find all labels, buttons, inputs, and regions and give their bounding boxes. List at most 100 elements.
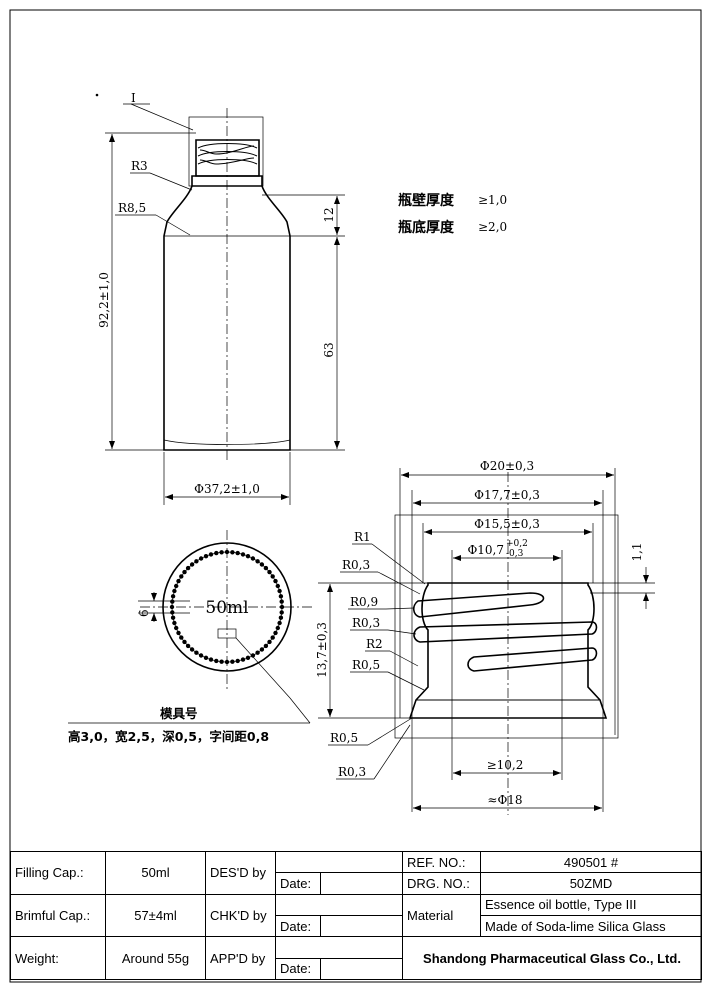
knurl-dot — [214, 658, 219, 664]
radius-r0-9: R0,9 — [350, 595, 378, 609]
knurl-dot — [250, 653, 256, 658]
knurl-dot — [198, 556, 204, 561]
product-description: Essence oil bottle, Type III — [480, 893, 702, 916]
knurl-dot — [255, 559, 260, 564]
dim-dia-10-7-tol-plus: +0,2 — [506, 539, 528, 549]
knurl-dot — [277, 620, 282, 626]
drawing-frame — [9, 9, 702, 983]
weight-label: Weight: — [10, 936, 106, 980]
knurl-dot — [279, 604, 285, 610]
dim-height-total: 92,2±1,0 — [97, 272, 111, 328]
radius-r0-3-a: R0,3 — [342, 558, 370, 572]
knurl-dot — [245, 554, 251, 559]
knurl-dot — [172, 588, 177, 594]
knurl-dot — [235, 550, 240, 556]
company-name: Shandong Pharmaceutical Glass Co., Ltd. — [402, 936, 702, 980]
dim-approx-18: ≈Φ18 — [487, 793, 522, 807]
note-wall-value: ≥1,0 — [478, 193, 507, 207]
note-bottom-value: ≥2,0 — [478, 220, 507, 234]
designed-by-label: DES'D by — [205, 851, 276, 895]
knurl-dot — [208, 552, 214, 557]
neck-outline-box — [394, 514, 619, 739]
bottom-embossing: 50ml — [205, 598, 248, 618]
dim-body: 63 — [322, 342, 336, 357]
neck-finish-detail: Φ20±0,3 Φ17,7±0,3 Φ15,5±0,3 Φ10,7 +0,2 -… — [315, 459, 655, 815]
knurl-dot — [214, 550, 219, 556]
knurl-dot — [189, 562, 195, 567]
dim-dia-20: Φ20±0,3 — [480, 459, 534, 473]
knurl-dot — [250, 556, 256, 561]
knurl-dot — [194, 650, 199, 655]
knurl-dot — [259, 562, 265, 567]
knurl-dot — [240, 552, 246, 557]
knurl-dot — [170, 599, 175, 604]
dim-body-diameter: Φ37,2±1,0 — [194, 482, 260, 496]
dim-mold-mark: 6 — [137, 609, 151, 617]
designed-date-value — [320, 872, 403, 895]
knurl-dot — [278, 594, 284, 599]
knurl-dot — [189, 647, 195, 652]
dim-dia-17-7: Φ17,7±0,3 — [474, 488, 540, 502]
dim-bore-min: ≥10,2 — [487, 758, 524, 772]
thickness-notes: 瓶壁厚度 ≥1,0 瓶底厚度 ≥2,0 — [398, 192, 507, 236]
material-value: Made of Soda-lime Silica Glass — [480, 914, 702, 938]
knurl-dot — [179, 635, 184, 640]
filling-cap-value: 50ml — [105, 851, 206, 895]
dim-neck-height: 13,7±0,3 — [315, 622, 329, 678]
weight-value: Around 55g — [105, 936, 206, 980]
knurl-dot — [279, 599, 284, 604]
knurl-dot — [263, 565, 269, 571]
knurl-dot — [235, 658, 240, 664]
dim-shoulder: 12 — [322, 207, 336, 222]
ref-no-label: REF. NO.: — [402, 850, 481, 874]
material-label: Material — [402, 893, 481, 938]
radius-r0-3-c: R0,3 — [338, 765, 366, 779]
checked-by-label: CHK'D by — [205, 893, 276, 938]
callout-r8-5: R8,5 — [118, 201, 146, 215]
radius-r0-5-a: R0,5 — [352, 658, 380, 672]
knurl-dot — [267, 569, 272, 575]
knurl-dot — [182, 569, 187, 575]
approved-date-value — [320, 957, 403, 981]
designed-by-value — [275, 850, 403, 874]
mold-number-box — [217, 628, 237, 639]
brimful-cap-label: Brimful Cap.: — [10, 893, 106, 938]
knurl-dot — [219, 659, 224, 664]
knurl-dot — [277, 588, 282, 594]
knurl-dot — [203, 554, 209, 559]
dim-1-1: 1,1 — [630, 542, 644, 561]
bottle-bottom-view: 50ml 6 模具号 高3,0，宽2,5，深0,5，字间距0,8 — [68, 530, 315, 744]
note-wall-thickness: 瓶壁厚度 — [398, 192, 455, 209]
drg-no-value: 50ZMD — [480, 872, 702, 895]
knurl-dot — [198, 653, 204, 658]
knurl-dot — [273, 630, 278, 636]
approved-by-label: APP'D by — [205, 936, 276, 980]
knurl-dot — [219, 550, 224, 555]
filling-cap-label: Filling Cap.: — [10, 851, 106, 895]
radius-r1: R1 — [354, 530, 371, 544]
callout-detail-i: I — [131, 91, 136, 105]
knurl-dot — [279, 610, 284, 615]
approved-date-label: Date: — [275, 957, 321, 981]
dim-dia-10-7-tol-minus: -0,3 — [506, 549, 524, 559]
approved-by-value — [275, 936, 403, 959]
knurl-dot — [174, 625, 179, 631]
radius-r0-3-b: R0,3 — [352, 616, 380, 630]
knurl-dot — [185, 565, 191, 571]
bottle-front-view: I R3 R8,5 92,2±1,0 12 63 Φ37,2±1,0 — [95, 91, 345, 505]
knurl-dot — [259, 647, 265, 652]
knurl-dot — [170, 615, 176, 620]
knurl-dot — [245, 655, 251, 660]
knurl-dot — [275, 625, 280, 631]
knurl-dot — [230, 659, 235, 664]
ref-no-value: 490501 # — [480, 850, 702, 874]
knurl-dot — [267, 639, 272, 645]
note-bottom-thickness: 瓶底厚度 — [398, 219, 455, 236]
checked-by-value — [275, 893, 403, 916]
knurl-dot — [270, 635, 275, 640]
knurl-dot — [194, 559, 199, 564]
radius-r2: R2 — [366, 637, 383, 651]
knurl-dot — [230, 550, 235, 555]
callout-r3: R3 — [131, 159, 148, 173]
knurl-dot — [174, 583, 179, 589]
